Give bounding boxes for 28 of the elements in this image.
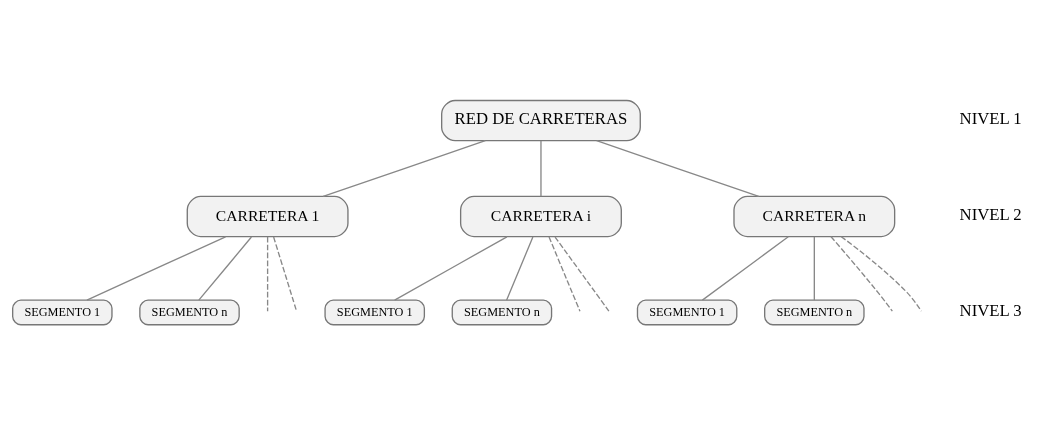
- connector: [813, 235, 815, 301]
- connector: [540, 139, 542, 197]
- connector: [322, 139, 486, 197]
- connector: [505, 235, 534, 301]
- node-box: RED DE CARRETERAS: [441, 99, 641, 141]
- connector: [86, 235, 227, 301]
- connector: [266, 235, 269, 312]
- connector: [830, 235, 893, 312]
- connector: [272, 235, 298, 312]
- node-box: CARRETERA i: [459, 195, 622, 237]
- connector: [701, 235, 789, 301]
- label: NIVEL 2: [959, 204, 1022, 224]
- connector: [393, 235, 508, 301]
- connector: [548, 235, 581, 312]
- connector: [840, 235, 923, 312]
- node-box: SEGMENTO 1: [12, 299, 113, 325]
- connector: [595, 139, 760, 197]
- node-box: SEGMENTO n: [451, 299, 553, 325]
- node-box: SEGMENTO 1: [324, 299, 426, 325]
- node-box: SEGMENTO 1: [636, 299, 738, 325]
- label: NIVEL 1: [959, 108, 1022, 128]
- label: NIVEL 3: [959, 300, 1022, 320]
- node-box: CARRETERA n: [733, 195, 896, 237]
- node-box: SEGMENTO n: [764, 299, 865, 325]
- connector: [198, 235, 253, 301]
- node-box: CARRETERA 1: [186, 195, 349, 237]
- connector: [554, 235, 610, 312]
- node-box: SEGMENTO n: [139, 299, 240, 325]
